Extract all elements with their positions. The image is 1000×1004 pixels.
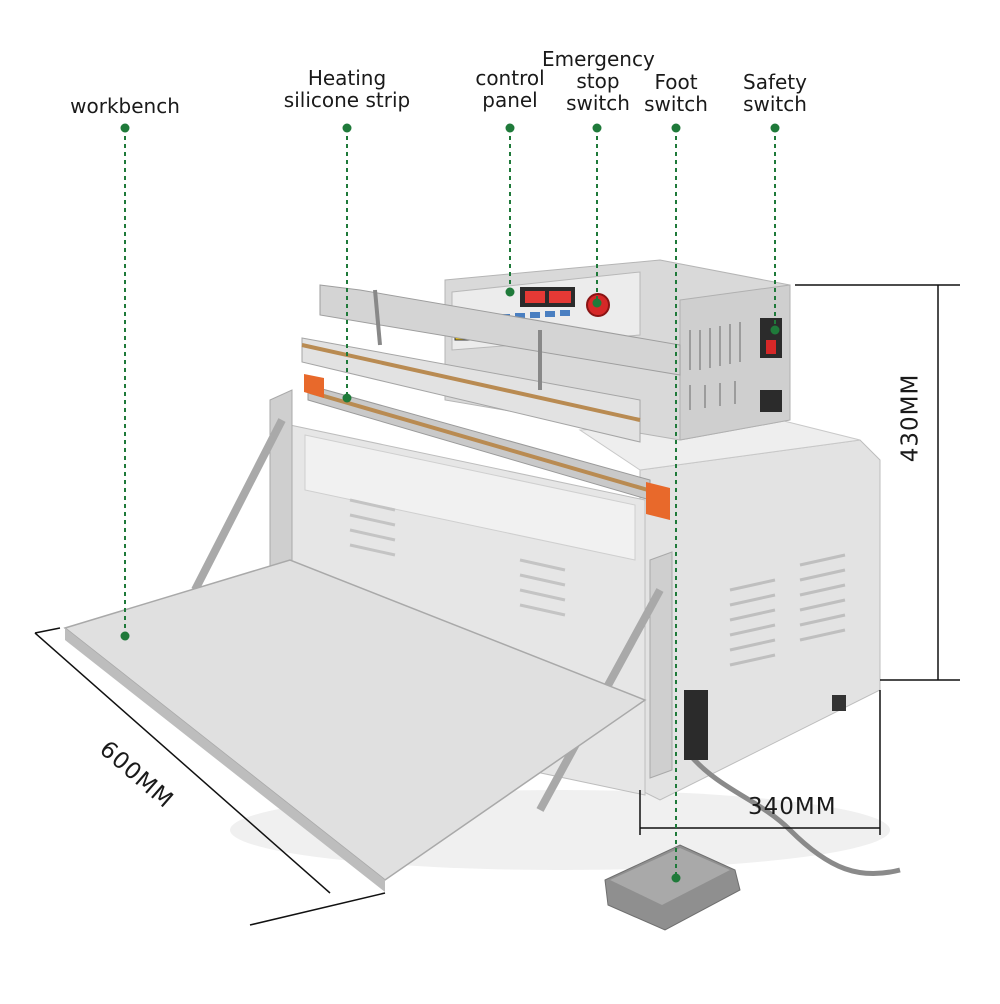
leader-lines — [124, 128, 776, 878]
label-safety-switch: Safety switch — [743, 70, 807, 116]
label-heating-strip: Heating silicone strip — [283, 66, 411, 112]
dimension-lines — [34, 284, 960, 926]
safety-switch-graphic — [766, 340, 776, 354]
sealing-frame — [301, 284, 681, 443]
leader-dots — [120, 123, 780, 883]
workbench-tray — [63, 559, 647, 892]
dimension-depth: 340MM — [748, 794, 837, 820]
label-emergency-stop: Emergency stop switch — [542, 47, 655, 115]
heating-strip — [304, 374, 670, 520]
foot-switch-pedal — [604, 690, 901, 931]
label-foot-switch: Foot switch — [644, 70, 708, 116]
label-workbench: workbench — [70, 94, 180, 118]
dimension-height: 430MM — [897, 373, 924, 463]
label-control-panel: control panel — [475, 66, 545, 112]
bracket-arms — [191, 389, 673, 812]
